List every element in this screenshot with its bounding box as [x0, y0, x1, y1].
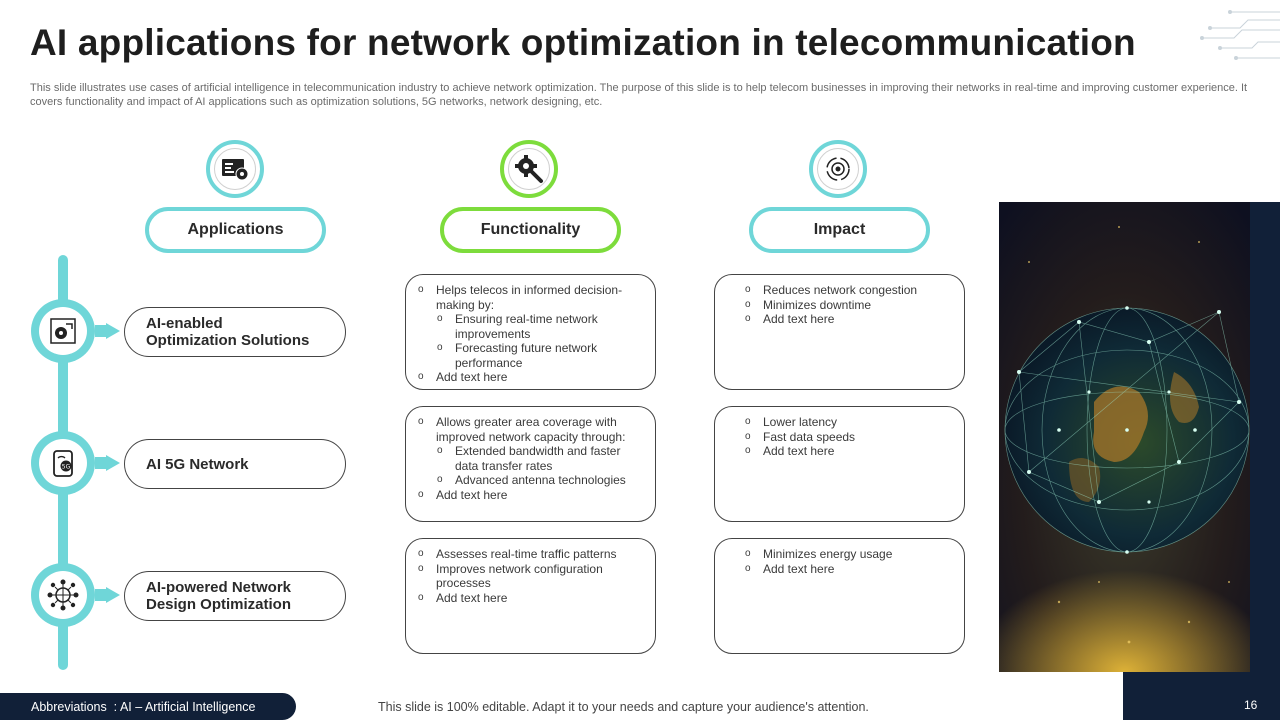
- list-item: Minimizes energy usage: [745, 547, 954, 562]
- row-icon-badge: 5G: [31, 431, 95, 495]
- functionality-box: Assesses real-time traffic patterns Impr…: [405, 538, 656, 654]
- navy-footer-block: [1123, 672, 1280, 720]
- row-connector: [95, 325, 109, 337]
- editable-note: This slide is 100% editable. Adapt it to…: [378, 700, 869, 714]
- list-item: Assesses real-time traffic patterns: [418, 547, 645, 562]
- abbreviation-text: Abbreviations : AI – Artificial Intellig…: [31, 699, 256, 714]
- row-icon-badge: [31, 299, 95, 363]
- impact-box: Minimizes energy usage Add text here: [714, 538, 965, 654]
- 5g-phone-icon: 5G: [53, 450, 73, 477]
- slide-title: AI applications for network optimization…: [30, 22, 1136, 63]
- functionality-icon-badge: [500, 140, 558, 198]
- sub-list-item: Advanced antenna technologies: [437, 473, 645, 488]
- list-item: Add text here: [418, 370, 645, 385]
- row-connector: [95, 457, 109, 469]
- impact-box: Lower latency Fast data speeds Add text …: [714, 406, 965, 522]
- row-arrow: [106, 455, 120, 471]
- application-row-label: AI-powered Network Design Optimization: [124, 571, 346, 621]
- functionality-header: Functionality: [440, 207, 621, 253]
- list-item: Minimizes downtime: [745, 298, 954, 313]
- list-item: Add text here: [418, 488, 645, 503]
- network-globe-icon: [47, 579, 79, 611]
- sub-list-item: Forecasting future network performance: [437, 341, 645, 370]
- list-item: Add text here: [745, 444, 954, 459]
- row-connector: [95, 589, 109, 601]
- circuit-decoration: [1200, 10, 1280, 60]
- functionality-box: Allows greater area coverage with improv…: [405, 406, 656, 522]
- application-row-label: AI 5G Network: [124, 439, 346, 489]
- sub-list-item: Extended bandwidth and faster data trans…: [437, 444, 645, 473]
- target-cycle-icon: [826, 157, 850, 181]
- row-icon-badge: [31, 563, 95, 627]
- row-arrow: [106, 587, 120, 603]
- applications-icon-badge: [206, 140, 264, 198]
- impact-header: Impact: [749, 207, 930, 253]
- dashboard-gear-icon: [222, 159, 249, 181]
- list-item: Reduces network congestion: [745, 283, 954, 298]
- navy-accent-bar: [1250, 202, 1280, 720]
- row-arrow: [106, 323, 120, 339]
- list-item: Add text here: [745, 312, 954, 327]
- gear-wrench-icon: [515, 155, 543, 183]
- list-item: Allows greater area coverage with improv…: [418, 415, 645, 488]
- functionality-box: Helps telecos in informed decision-makin…: [405, 274, 656, 390]
- applications-header: Applications: [145, 207, 326, 253]
- list-item: Lower latency: [745, 415, 954, 430]
- list-item: Improves network configuration processes: [418, 562, 645, 591]
- list-item: Helps telecos in informed decision-makin…: [418, 283, 645, 370]
- sub-list-item: Ensuring real-time network improvements: [437, 312, 645, 341]
- list-item: Add text here: [418, 591, 645, 606]
- list-item: Add text here: [745, 562, 954, 577]
- network-globe-image: [999, 202, 1250, 672]
- list-item: Fast data speeds: [745, 430, 954, 445]
- gear-chart-icon: [50, 318, 76, 344]
- page-number: 16: [1244, 698, 1258, 712]
- abbreviation-banner: Abbreviations : AI – Artificial Intellig…: [0, 693, 296, 720]
- impact-icon-badge: [809, 140, 867, 198]
- application-row-label: AI-enabled Optimization Solutions: [124, 307, 346, 357]
- slide-subtitle: This slide illustrates use cases of arti…: [30, 82, 1248, 108]
- impact-box: Reduces network congestion Minimizes dow…: [714, 274, 965, 390]
- svg-text:5G: 5G: [62, 464, 71, 471]
